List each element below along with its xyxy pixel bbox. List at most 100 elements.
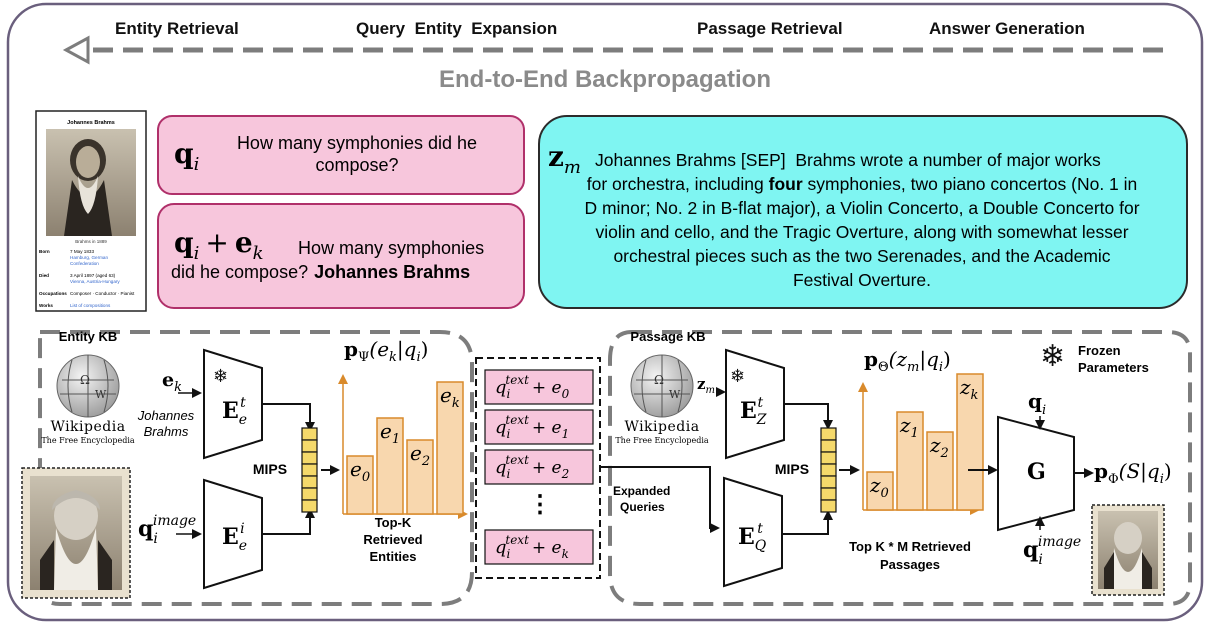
outer-frame <box>6 2 1204 622</box>
mips-cell <box>820 499 837 513</box>
wiki-card-row-key: Died <box>39 273 49 278</box>
mips-cell <box>301 499 318 513</box>
expanded-query-math: qi+ek <box>174 226 264 264</box>
expanded-query-item-text: qitext+ e1 <box>495 413 569 441</box>
passage-encoder <box>725 348 785 460</box>
query-text-line1: How many symphonies did he <box>237 133 477 153</box>
bar-label-zk: zk <box>959 375 979 403</box>
snowflake-icon-passage-encoder: ❄ <box>730 366 745 386</box>
ek-desc-line1: Johannes <box>137 408 195 423</box>
query-math-q: qi <box>174 137 199 175</box>
generator-qi-label: qi <box>1028 389 1046 418</box>
entity-retrieval-region <box>38 330 474 606</box>
expanded-query-item-text: qitext+ ek <box>495 533 569 561</box>
query-text-line2: compose? <box>315 155 398 175</box>
wikipedia-globe-icon: Ω W <box>56 354 120 418</box>
entity-kb-title: Entity KB <box>59 329 118 344</box>
query-encoder <box>723 476 783 588</box>
bar-e0 <box>346 455 374 515</box>
expanded-query-list: qitext+ e0 qitext+ e1 qitext+ e2 qitext+ ek <box>484 369 594 565</box>
expanded-query-item: qitext+ e2 <box>484 449 594 485</box>
output-distribution-label: pΦ(S|qi) <box>1094 459 1172 487</box>
passage-bar-chart: z0 z1 z2 zk <box>858 373 984 515</box>
expanded-query-text-line2: did he compose?Johannes Brahms <box>171 262 470 282</box>
backprop-arrowhead <box>62 35 90 65</box>
mips-cell <box>820 451 837 465</box>
wiki-card-row-value2: Vienna, Austria-Hungary <box>70 279 120 284</box>
bar-e2 <box>406 439 434 515</box>
passage-kb-title: Passage KB <box>630 329 705 344</box>
passage-encoder-label: EZt <box>740 395 767 428</box>
mips-index-right <box>820 427 837 513</box>
passage-kb-wiki-name: Wikipedia <box>624 419 699 435</box>
svg-text:W: W <box>95 388 107 401</box>
passage-line1: Johannes Brahms [SEP] Brahms wrote a num… <box>595 150 1101 170</box>
bar-label-e1: e1 <box>380 419 400 447</box>
entity-kb-wiki-sub: The Free Encyclopedia <box>41 436 135 445</box>
wiki-card-name: Johannes Brahms <box>67 120 115 126</box>
zm-label: zm <box>697 375 715 396</box>
frozen-label-line2: Parameters <box>1078 360 1149 375</box>
frozen-snowflake-icon: ❄ <box>1040 340 1065 373</box>
topkm-label-line1: Top K * M Retrieved <box>849 539 971 554</box>
bar-z1 <box>896 411 924 511</box>
query-box: qi How many symphonies did he compose? <box>157 115 525 195</box>
stage-passage-retrieval: Passage Retrieval <box>697 19 843 38</box>
bar-label-e2: e2 <box>410 441 430 469</box>
wiki-card-row-value: 7 May 1833 <box>70 249 94 254</box>
expanded-ellipsis: ⋮ <box>528 491 552 518</box>
entity-text-encoder-label: Eet <box>222 395 247 428</box>
bar-label-z2: z2 <box>929 433 949 461</box>
wiki-card-caption: Brahms in 1889 <box>75 239 107 244</box>
passage-line5: orchestral pieces such as the two Serena… <box>613 246 1110 266</box>
mips-index-left <box>301 427 318 513</box>
svg-text:Ω: Ω <box>654 373 664 387</box>
passage-encoder-to-mips-arrow <box>784 403 833 430</box>
wiki-card-row-value: 3 April 1897 (aged 63) <box>70 273 116 278</box>
bar-label-z1: z1 <box>899 413 919 441</box>
mips-cell <box>301 427 318 441</box>
expanded-query-item-text: qitext+ e0 <box>495 373 570 401</box>
ek-desc-line2: Brahms <box>144 424 189 439</box>
expanded-query-item: qitext+ e0 <box>484 369 594 405</box>
generator-label: G <box>1027 459 1046 485</box>
passage-retrieval-region <box>608 330 1192 606</box>
wiki-card-row-key: Works <box>39 303 53 308</box>
query-image-photo <box>21 467 131 599</box>
expanded-queries-label-line1: Expanded <box>613 484 670 498</box>
stage-answer-generation: Answer Generation <box>929 19 1085 38</box>
bar-ek <box>436 381 464 515</box>
stage-entity-retrieval: Entity Retrieval <box>115 19 239 38</box>
topk-label-line2: Retrieved <box>363 532 422 547</box>
passage-line3: D minor; No. 2 in B-flat major), a Violi… <box>584 198 1139 218</box>
wiki-card-row-key: Born <box>39 249 50 254</box>
mips-label-left: MIPS <box>253 461 287 477</box>
ek-label: ek <box>162 369 182 395</box>
bar-label-ek: ek <box>440 383 460 411</box>
frozen-label-line1: Frozen <box>1078 343 1121 358</box>
entity-distribution-label: pΨ(ek|qi) <box>344 337 428 365</box>
bar-z2 <box>926 431 954 511</box>
wiki-infobox: Johannes Brahms Brahms in 1889 Born 7 May… <box>35 110 147 312</box>
query-image-thumbnail <box>1091 504 1165 596</box>
stage-query-entity-expansion: Query Entity Expansion <box>356 19 557 38</box>
mips-cell <box>820 463 837 477</box>
mips-cell <box>820 439 837 453</box>
passage-kb-wiki-sub: The Free Encyclopedia <box>615 436 709 445</box>
entity-image-encoder <box>203 478 263 590</box>
mips-label-right: MIPS <box>775 461 809 477</box>
wiki-card-row-value2: Hamburg, German <box>70 255 108 260</box>
mips-cell <box>301 463 318 477</box>
bar-zk <box>956 373 984 511</box>
mips-cell <box>820 427 837 441</box>
entity-kb-wiki-name: Wikipedia <box>50 419 125 435</box>
bar-label-z0: z0 <box>869 473 889 501</box>
bar-e1 <box>376 417 404 515</box>
entity-text-encoder <box>203 348 263 460</box>
mips-cell <box>301 451 318 465</box>
wiki-card-row-value3: Confederation <box>70 261 99 266</box>
snowflake-icon: ❄ <box>213 366 228 386</box>
